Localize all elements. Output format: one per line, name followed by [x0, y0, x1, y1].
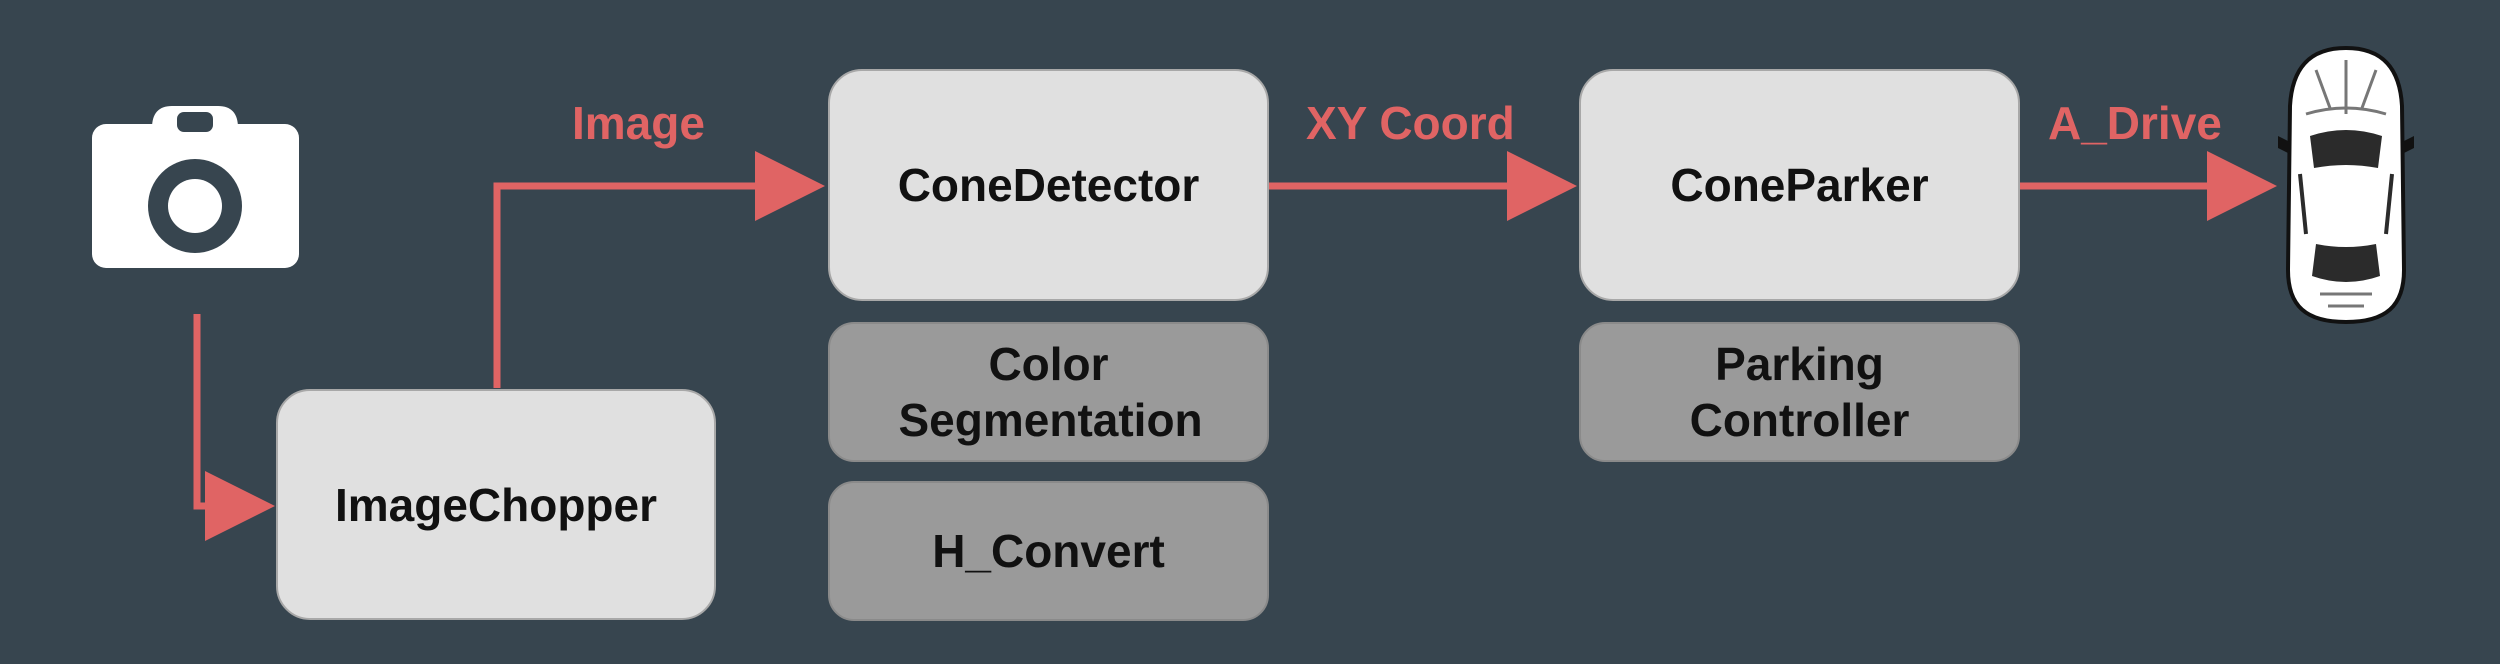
edge-label-image: Image: [572, 97, 705, 149]
node-color-segmentation-label: Color Segmentation: [898, 338, 1203, 446]
node-color-segmentation: Color Segmentation: [828, 322, 1269, 462]
node-coneparker: ConeParker: [1579, 69, 2020, 301]
node-h-convert: H_Convert: [828, 481, 1269, 621]
node-imagechopper: ImageChopper: [276, 389, 716, 620]
camera-icon: [92, 106, 299, 268]
edge-label-a-drive: A_Drive: [2048, 97, 2222, 149]
car-icon: [2278, 45, 2414, 325]
node-parking-controller: Parking Controller: [1579, 322, 2020, 462]
arrow-image: [493, 151, 825, 388]
edge-label-xy-coord: XY Coord: [1306, 97, 1515, 149]
arrow-camera-to-imagechopper: [193, 314, 275, 541]
node-parking-controller-label: Parking Controller: [1689, 338, 1910, 446]
node-h-convert-label: H_Convert: [932, 525, 1165, 577]
node-conedetector-label: ConeDetector: [897, 159, 1200, 211]
node-coneparker-label: ConeParker: [1670, 159, 1929, 211]
node-imagechopper-label: ImageChopper: [334, 478, 658, 531]
node-conedetector: ConeDetector: [828, 69, 1269, 301]
